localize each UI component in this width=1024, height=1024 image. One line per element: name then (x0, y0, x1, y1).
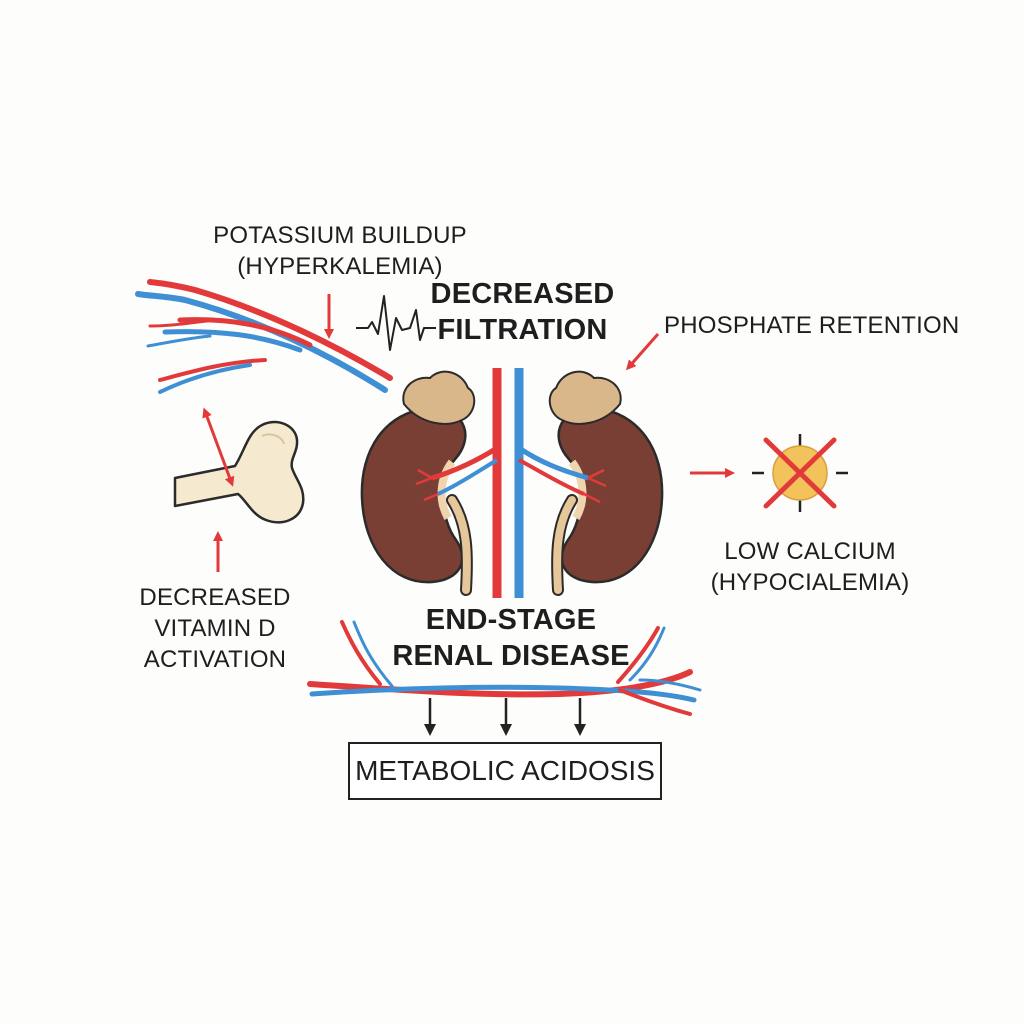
esrd-label: END-STAGE RENAL DISEASE (380, 602, 642, 674)
vein-branch (158, 363, 252, 394)
vein-branch (638, 678, 702, 692)
calcium-line1: LOW CALCIUM (724, 538, 896, 565)
potassium-label: POTASSIUM BUILDUP (HYPERKALEMIA) (190, 220, 490, 282)
vessel-bone-arrow (202, 407, 235, 487)
left-adrenal (402, 370, 476, 425)
vein-branch (352, 620, 394, 688)
esrd-line1: END-STAGE (425, 604, 597, 636)
phosphate-arrow (626, 333, 660, 371)
artery-branch (618, 688, 692, 716)
potassium-line2: (HYPERKALEMIA) (237, 253, 443, 280)
potassium-line1: POTASSIUM BUILDUP (213, 222, 467, 249)
vein-branch (309, 684, 697, 703)
phosphate-line1: PHOSPHATE RETENTION (664, 312, 960, 339)
upper-left-vessels (135, 279, 393, 394)
vitamin-d-label: DECREASED VITAMIN D ACTIVATION (120, 582, 310, 675)
ecg-icon (356, 295, 436, 351)
kidneys-illustration (360, 368, 664, 598)
vein-branch (146, 334, 212, 348)
artery-branch (147, 279, 393, 381)
filtration-line1: DECREASED (430, 278, 615, 310)
filtration-label: DECREASED FILTRATION (430, 276, 615, 348)
left-kidney (360, 406, 467, 584)
artery-branch (177, 317, 313, 348)
right-adrenal (548, 370, 622, 425)
vein-branch (162, 329, 303, 353)
artery-branch (616, 626, 660, 684)
vitamin-d-line2: VITAMIN D (154, 615, 276, 642)
vitamin-d-line3: ACTIVATION (143, 646, 287, 673)
acidosis-label: METABOLIC ACIDOSIS (355, 755, 655, 786)
crossed-sun-icon (752, 434, 848, 512)
right-kidney (557, 406, 664, 584)
artery-branch (158, 358, 267, 382)
artery-branch (148, 318, 217, 328)
esrd-line2: RENAL DISEASE (392, 640, 630, 672)
calcium-line2: (HYPOCIALEMIA) (710, 569, 910, 596)
bone-icon (173, 420, 305, 524)
filtration-line2: FILTRATION (437, 314, 608, 346)
vitamin-d-line1: DECREASED (139, 584, 291, 611)
metabolic-acidosis-box: METABOLIC ACIDOSIS (348, 742, 662, 800)
artery-branch (340, 620, 382, 686)
lower-vessel (307, 620, 702, 716)
calcium-label: LOW CALCIUM (HYPOCIALEMIA) (700, 536, 920, 598)
vein-branch (135, 291, 388, 393)
phosphate-label: PHOSPHATE RETENTION (664, 310, 960, 341)
vein-branch (628, 626, 666, 682)
